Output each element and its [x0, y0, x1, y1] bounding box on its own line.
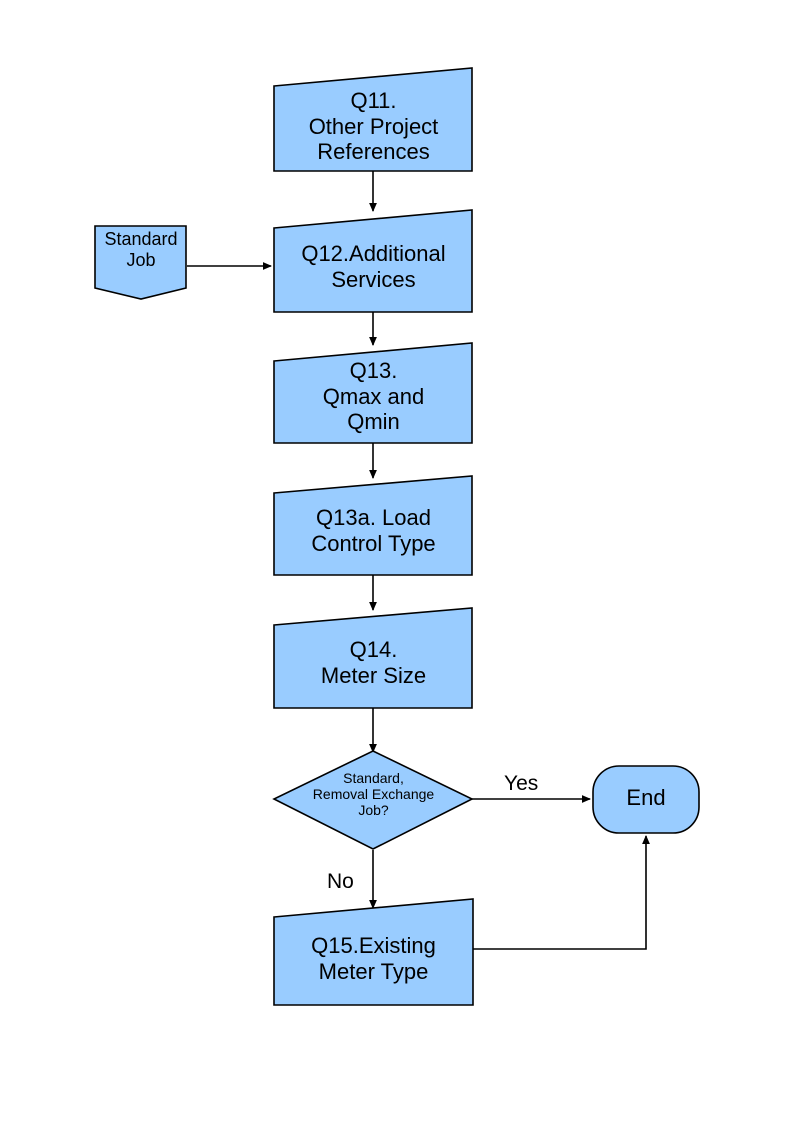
edge-label-yes: Yes [504, 772, 539, 795]
node-q11[interactable] [273, 67, 473, 172]
node-q12[interactable] [273, 209, 473, 313]
node-q13a[interactable] [273, 475, 473, 576]
node-q15[interactable] [273, 898, 474, 1006]
connector-group [187, 171, 650, 950]
node-decision[interactable] [272, 750, 474, 850]
node-q13[interactable] [273, 342, 473, 444]
node-end[interactable] [592, 765, 700, 834]
edge-label-no: No [327, 870, 354, 893]
node-standard-job[interactable] [94, 225, 187, 300]
edge-q15-to-end [473, 835, 650, 950]
node-q14[interactable] [273, 607, 473, 709]
